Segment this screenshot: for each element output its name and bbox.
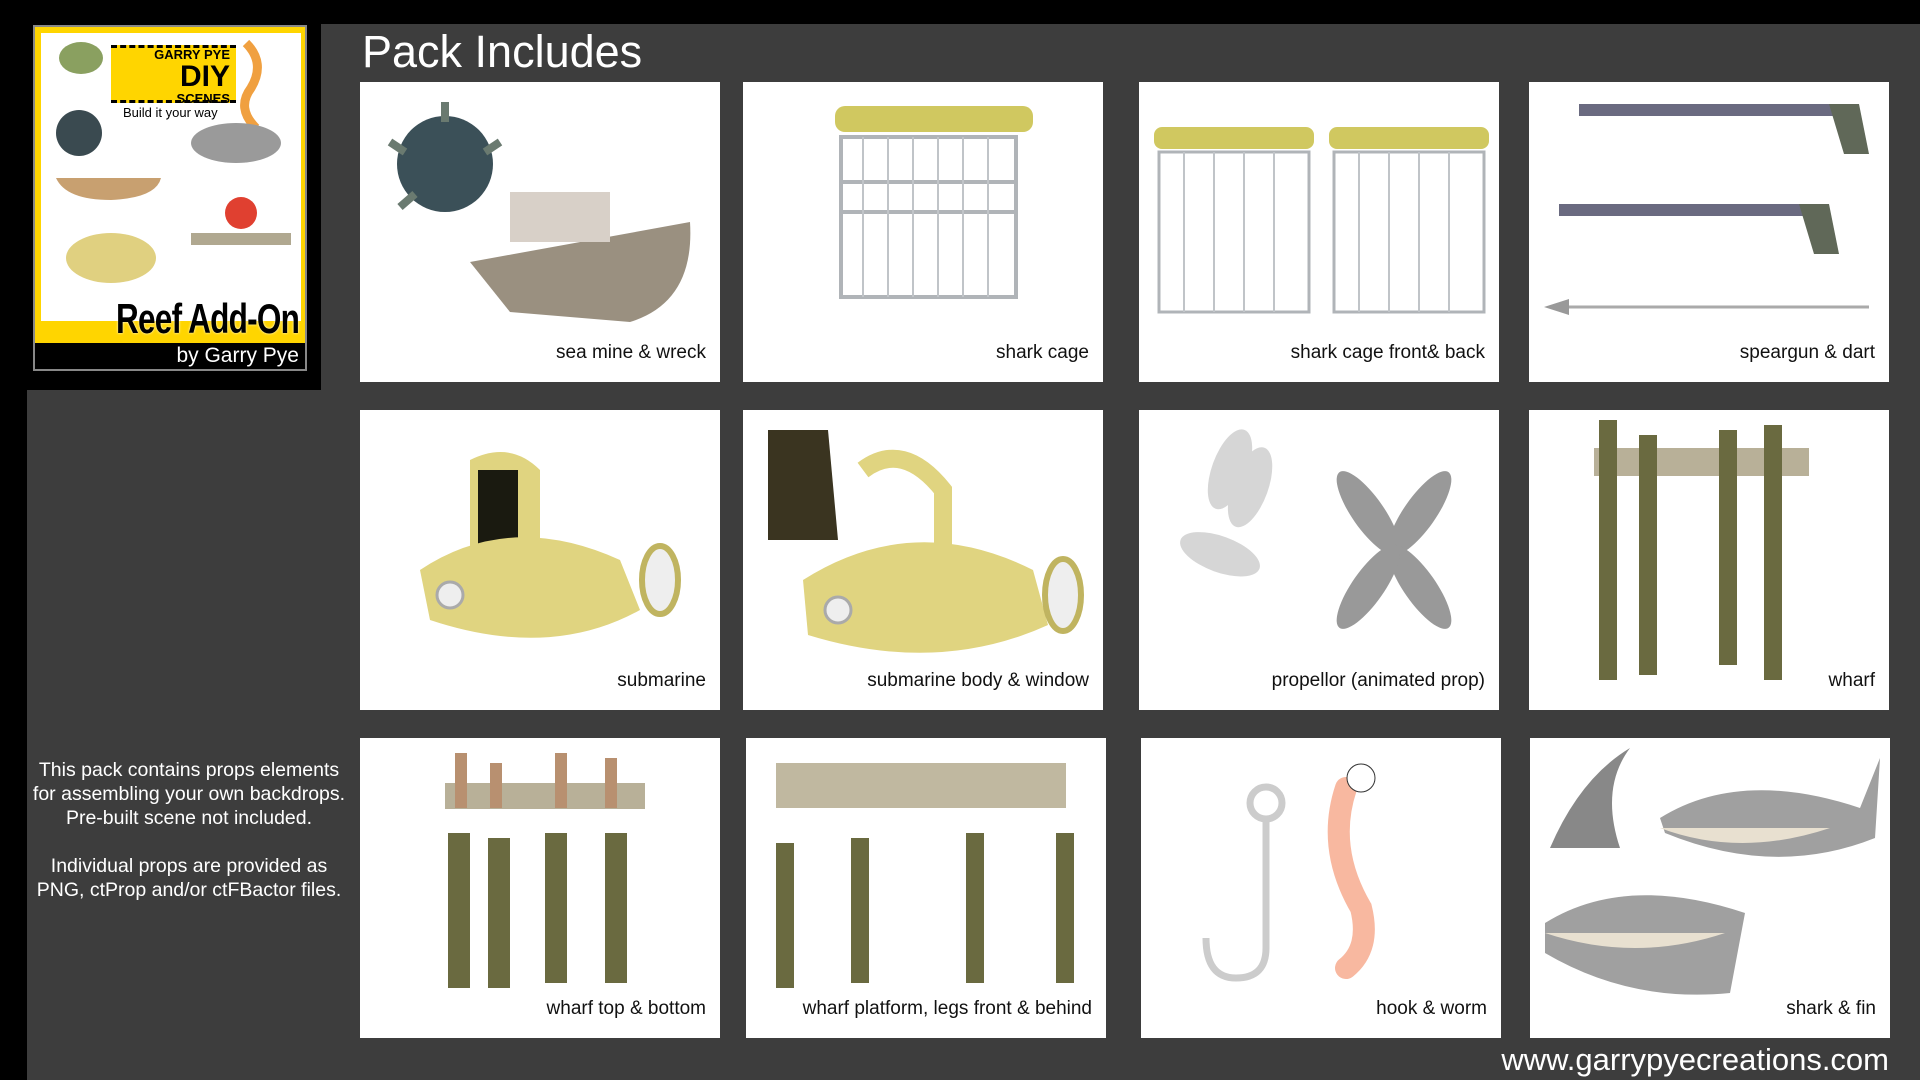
prop-card-shark-fin[interactable]: shark & fin <box>1530 738 1890 1038</box>
wharf-top-bottom-image <box>445 753 645 988</box>
prop-card-shark-cage[interactable]: shark cage <box>743 82 1103 382</box>
prop-label: propellor (animated prop) <box>1271 670 1485 691</box>
prop-card-sea-mine-wreck[interactable]: sea mine & wreck <box>360 82 720 382</box>
hook-worm-image <box>1202 763 1376 982</box>
prop-card-wharf-top-bottom[interactable]: wharf top & bottom <box>360 738 720 1038</box>
page-title: Pack Includes <box>362 26 643 77</box>
left-panel <box>27 390 327 1080</box>
shark-fin-image <box>1545 748 1880 995</box>
prop-card-propellor[interactable]: propellor (animated prop) <box>1139 410 1499 710</box>
info-line: Pre-built scene not included. <box>65 807 313 829</box>
prop-card-wharf-platform-legs[interactable]: wharf platform, legs front & behind <box>746 738 1106 1038</box>
brand-scenes: SCENES <box>176 91 230 106</box>
propellor-image <box>1180 429 1452 629</box>
wharf-platform-legs-image <box>776 763 1074 988</box>
prop-label: hook & worm <box>1376 998 1487 1019</box>
speargun-dart-image <box>1544 104 1869 315</box>
info-line: Individual props are provided as <box>50 855 328 877</box>
prop-label: submarine body & window <box>867 670 1089 691</box>
product-name: Reef Add-On <box>115 295 300 342</box>
prop-label: shark cage <box>996 342 1089 363</box>
sea-mine-wreck-image <box>387 102 691 322</box>
pack-info-text: This pack contains props elements for as… <box>27 758 351 902</box>
submarine-body-window-image <box>768 430 1084 653</box>
info-line: PNG, ctProp and/or ctFBactor files. <box>36 879 342 901</box>
brand-diy: DIY <box>179 60 230 93</box>
author: by Garry Pye <box>35 343 305 369</box>
prop-label: shark cage front& back <box>1290 342 1485 363</box>
prop-card-submarine-body-window[interactable]: submarine body & window <box>743 410 1103 710</box>
prop-label: sea mine & wreck <box>556 342 706 363</box>
shark-cage-image <box>835 106 1033 299</box>
prop-label: wharf top & bottom <box>546 998 706 1019</box>
prop-label: wharf platform, legs front & behind <box>802 998 1092 1019</box>
prop-card-hook-worm[interactable]: hook & worm <box>1141 738 1501 1038</box>
info-line: This pack contains props elements <box>38 759 340 781</box>
wharf-image <box>1594 420 1809 680</box>
brand-small: GARRY PYE <box>154 47 230 62</box>
prop-card-shark-cage-front-back[interactable]: shark cage front& back <box>1139 82 1499 382</box>
prop-label: shark & fin <box>1786 998 1876 1019</box>
footer-website-link[interactable]: www.garrypyecreations.com <box>1501 1042 1889 1077</box>
shark-cage-front-back-image <box>1154 127 1489 314</box>
prop-label: wharf <box>1828 670 1875 691</box>
submarine-image <box>420 452 681 638</box>
tagline: Build it your way <box>123 105 218 120</box>
prop-label: speargun & dart <box>1739 342 1875 363</box>
info-line: for assembling your own backdrops. <box>32 783 346 805</box>
prop-label: submarine <box>617 670 706 691</box>
prop-card-submarine[interactable]: submarine <box>360 410 720 710</box>
prop-card-wharf[interactable]: wharf <box>1529 410 1889 710</box>
cover-illustration <box>56 39 291 283</box>
prop-card-speargun-dart[interactable]: speargun & dart <box>1529 82 1889 382</box>
